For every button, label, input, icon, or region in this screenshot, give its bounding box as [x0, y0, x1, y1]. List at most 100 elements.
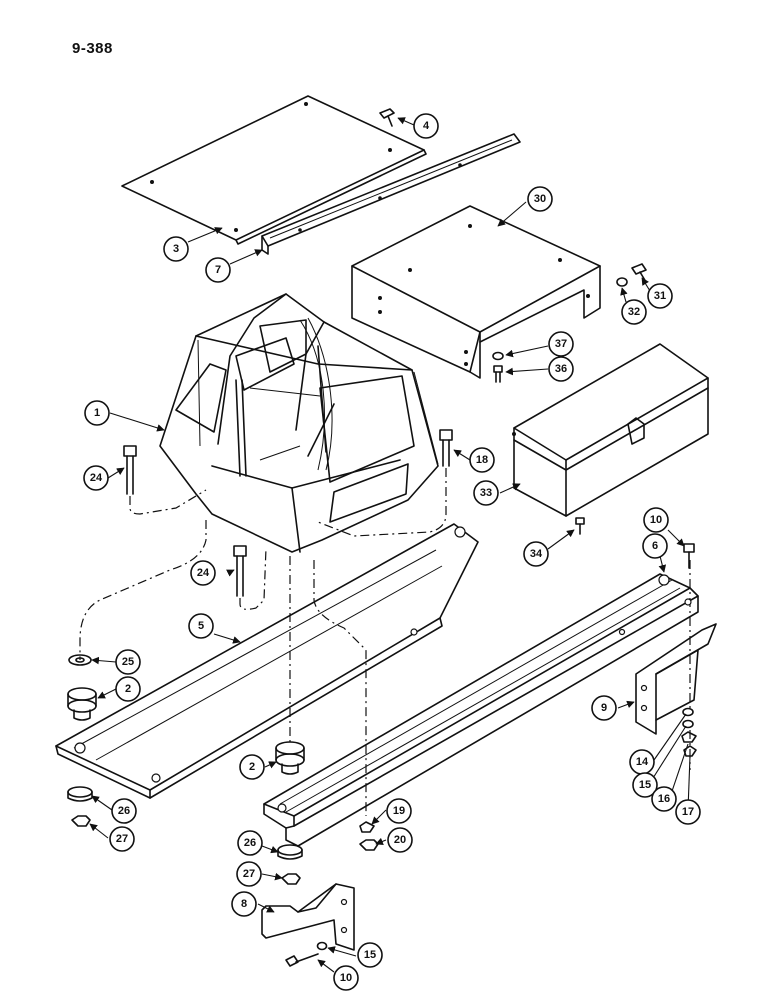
left-mounting-rail [55, 523, 479, 799]
angle-strip [261, 133, 521, 255]
svg-text:3: 3 [173, 243, 179, 255]
svg-text:34: 34 [530, 548, 543, 560]
lockwasher-15-bottom [316, 941, 328, 951]
callout-7: 7 [205, 257, 231, 283]
callout-9: 9 [591, 695, 617, 721]
bracket-9 [635, 623, 717, 735]
svg-text:2: 2 [125, 683, 131, 695]
callout-10-top: 10 [643, 507, 669, 533]
svg-text:32: 32 [628, 306, 640, 318]
svg-text:17: 17 [682, 806, 694, 818]
washer-26-left [67, 786, 93, 802]
svg-text:26: 26 [118, 805, 130, 817]
callout-6: 6 [642, 533, 668, 559]
svg-text:24: 24 [90, 472, 103, 484]
svg-text:15: 15 [364, 949, 376, 961]
svg-text:15: 15 [639, 779, 651, 791]
callout-32: 32 [621, 299, 647, 325]
rubber-isolator-2-left [67, 687, 97, 721]
bracket-8 [261, 883, 355, 951]
bolt-31 [631, 263, 647, 283]
callout-3: 3 [163, 236, 189, 262]
lockwasher-15 [682, 719, 694, 729]
callout-15-right: 15 [632, 772, 658, 798]
callout-19: 19 [386, 798, 412, 824]
tool-box [512, 343, 709, 517]
callout-2-center: 2 [239, 754, 265, 780]
callout-27-lower: 27 [236, 861, 262, 887]
bolt-24-upper [123, 445, 137, 495]
svg-text:30: 30 [534, 193, 546, 205]
svg-text:19: 19 [393, 805, 405, 817]
callout-1: 1 [84, 400, 110, 426]
roof-panel [121, 95, 427, 245]
washer-26-lower [277, 844, 303, 860]
svg-text:33: 33 [480, 487, 492, 499]
svg-text:36: 36 [555, 363, 567, 375]
svg-text:24: 24 [197, 567, 210, 579]
callout-30: 30 [527, 186, 553, 212]
washer-25 [68, 654, 92, 666]
bolt-10-bottom [285, 953, 319, 967]
callout-26-left: 26 [111, 798, 137, 824]
callout-20: 20 [387, 827, 413, 853]
svg-text:4: 4 [423, 120, 430, 132]
svg-text:27: 27 [243, 868, 255, 880]
svg-text:20: 20 [394, 834, 406, 846]
nut-20 [359, 839, 379, 851]
bolt-4 [379, 108, 395, 127]
callout-33: 33 [473, 480, 499, 506]
callout-14: 14 [629, 749, 655, 775]
washer-32 [616, 277, 628, 287]
callout-17: 17 [675, 799, 701, 825]
svg-text:31: 31 [654, 290, 666, 302]
rubber-isolator-2-center [275, 741, 305, 775]
cab-frame [159, 293, 439, 553]
callout-34: 34 [523, 541, 549, 567]
right-mounting-rail [263, 573, 699, 847]
svg-text:26: 26 [244, 837, 256, 849]
washer-37 [492, 351, 504, 361]
svg-text:1: 1 [94, 407, 100, 419]
callout-37: 37 [548, 331, 574, 357]
callout-10-bottom: 10 [333, 965, 359, 991]
svg-text:10: 10 [650, 514, 662, 526]
bolt-10-top [683, 543, 695, 569]
callout-36: 36 [548, 356, 574, 382]
svg-text:14: 14 [636, 756, 649, 768]
callout-2-left: 2 [115, 676, 141, 702]
svg-text:27: 27 [116, 833, 128, 845]
svg-text:5: 5 [198, 620, 204, 632]
bolt-24-lower [233, 545, 247, 597]
svg-text:16: 16 [658, 793, 670, 805]
svg-text:25: 25 [122, 656, 134, 668]
nut-27-lower [281, 873, 301, 885]
svg-text:10: 10 [340, 972, 352, 984]
callout-27-left: 27 [109, 826, 135, 852]
washer-14 [682, 707, 694, 717]
svg-text:6: 6 [652, 540, 658, 552]
callout-15-bottom: 15 [357, 942, 383, 968]
callout-4: 4 [413, 113, 439, 139]
svg-text:7: 7 [215, 264, 221, 276]
bolt-36 [493, 365, 503, 383]
callout-26-lower: 26 [237, 830, 263, 856]
callout-24-lower: 24 [190, 560, 216, 586]
nut-19 [359, 821, 375, 833]
callout-16: 16 [651, 786, 677, 812]
nut-17 [683, 745, 697, 757]
callout-31: 31 [647, 283, 673, 309]
callout-5: 5 [188, 613, 214, 639]
page-number: 9-388 [72, 40, 113, 57]
svg-text:2: 2 [249, 761, 255, 773]
battery-box-cover [351, 205, 601, 379]
callout-25: 25 [115, 649, 141, 675]
nut-27-left [71, 815, 91, 827]
callout-24-upper: 24 [83, 465, 109, 491]
callout-8: 8 [231, 891, 257, 917]
nut-16 [681, 731, 697, 743]
svg-text:37: 37 [555, 338, 567, 350]
screw-34 [575, 517, 585, 535]
svg-text:9: 9 [601, 702, 607, 714]
